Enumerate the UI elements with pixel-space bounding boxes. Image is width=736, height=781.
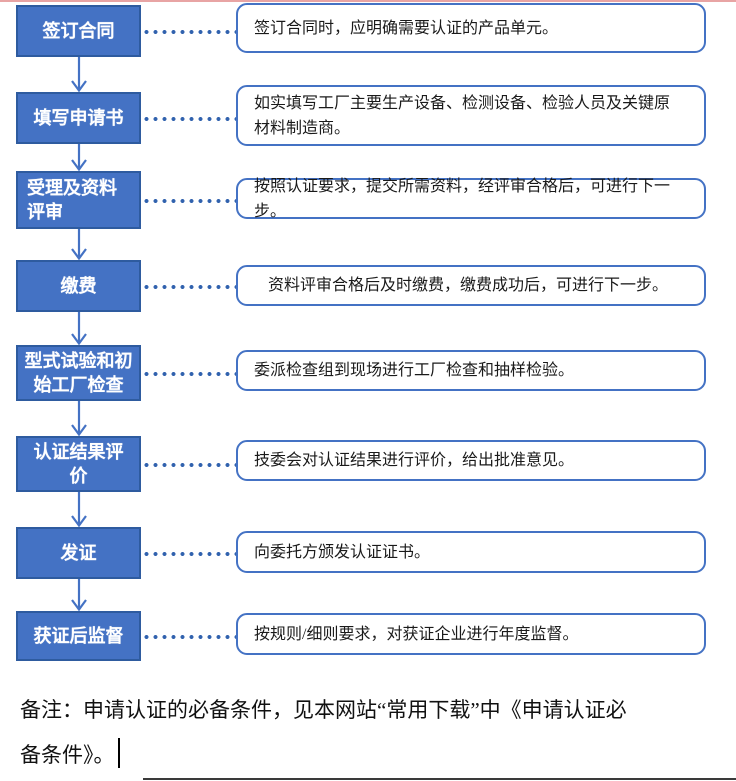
- dotted-connector: [142, 116, 236, 122]
- down-arrow: [71, 492, 87, 527]
- step-label: 签订合同: [42, 21, 115, 41]
- step-box-type-test-factory-inspection[interactable]: 型式试验和初 始工厂检查: [16, 345, 141, 401]
- step-box-post-certification-supervision[interactable]: 获证后监督: [16, 611, 141, 661]
- step-box-fill-application[interactable]: 填写申请书: [16, 92, 141, 144]
- step-box-result-evaluation[interactable]: 认证结果评 价: [16, 436, 141, 492]
- step-description-text: 委派检查组到现场进行工厂检查和抽样检验。: [254, 362, 575, 379]
- step-description-text: 签订合同时，应明确需要认证的产品单元。: [254, 19, 559, 37]
- dotted-connector: [142, 371, 236, 377]
- step-label: 缴费: [60, 276, 97, 296]
- step-label: 受理及资料 评审: [27, 178, 117, 222]
- dotted-connector: [142, 198, 236, 204]
- step-description-text: 如实填写工厂主要生产设备、检测设备、检验人员及关键原 材料制造商。: [254, 94, 671, 137]
- step-description-type-test-factory-inspection[interactable]: 委派检查组到现场进行工厂检查和抽样检验。: [236, 350, 706, 391]
- dotted-connector: [142, 551, 236, 557]
- step-box-sign-contract[interactable]: 签订合同: [16, 5, 141, 57]
- step-description-post-certification-supervision[interactable]: 按规则/细则要求，对获证企业进行年度监督。: [236, 613, 706, 655]
- step-description-payment[interactable]: 资料评审合格后及时缴费，缴费成功后，可进行下一步。: [236, 265, 706, 306]
- dotted-connector: [142, 29, 236, 35]
- text-cursor: [117, 738, 120, 768]
- note-text-content: 备注：申请认证的必备条件，见本网站“常用下载”中《申请认证必 备条件》。: [20, 698, 627, 767]
- step-description-text: 技委会对认证结果进行评价，给出批准意见。: [254, 452, 575, 469]
- dotted-connector: [142, 462, 236, 468]
- step-label: 型式试验和初 始工厂检查: [24, 351, 133, 395]
- step-label: 获证后监督: [33, 626, 124, 646]
- step-description-result-evaluation[interactable]: 技委会对认证结果进行评价，给出批准意见。: [236, 440, 706, 481]
- step-description-text: 向委托方颁发认证证书。: [254, 543, 431, 561]
- bottom-hairline: [143, 778, 736, 780]
- step-box-payment[interactable]: 缴费: [16, 260, 141, 312]
- step-description-acceptance-review[interactable]: 按照认证要求，提交所需资料，经评审合格后，可进行下一步。: [236, 178, 706, 220]
- step-description-fill-application[interactable]: 如实填写工厂主要生产设备、检测设备、检验人员及关键原 材料制造商。: [236, 85, 706, 146]
- down-arrow: [71, 312, 87, 345]
- step-description-issue-certificate[interactable]: 向委托方颁发认证证书。: [236, 531, 706, 573]
- down-arrow: [71, 401, 87, 436]
- down-arrow: [71, 229, 87, 260]
- step-label: 认证结果评 价: [33, 442, 124, 486]
- step-box-acceptance-review[interactable]: 受理及资料 评审: [16, 171, 141, 229]
- step-description-text: 按规则/细则要求，对获证企业进行年度监督。: [254, 625, 579, 643]
- down-arrow: [71, 144, 87, 171]
- down-arrow: [71, 57, 87, 92]
- down-arrow: [71, 579, 87, 611]
- note-text[interactable]: 备注：申请认证的必备条件，见本网站“常用下载”中《申请认证必 备条件》。: [20, 688, 726, 778]
- step-description-text: 资料评审合格后及时缴费，缴费成功后，可进行下一步。: [268, 277, 669, 294]
- step-box-issue-certificate[interactable]: 发证: [16, 527, 141, 579]
- top-border-line: [0, 0, 736, 2]
- dotted-connector: [142, 634, 236, 640]
- step-description-sign-contract[interactable]: 签订合同时，应明确需要认证的产品单元。: [236, 3, 706, 53]
- step-label: 填写申请书: [33, 108, 124, 128]
- step-description-text: 按照认证要求，提交所需资料，经评审合格后，可进行下一步。: [254, 177, 671, 220]
- step-label: 发证: [60, 543, 97, 563]
- dotted-connector: [142, 284, 236, 290]
